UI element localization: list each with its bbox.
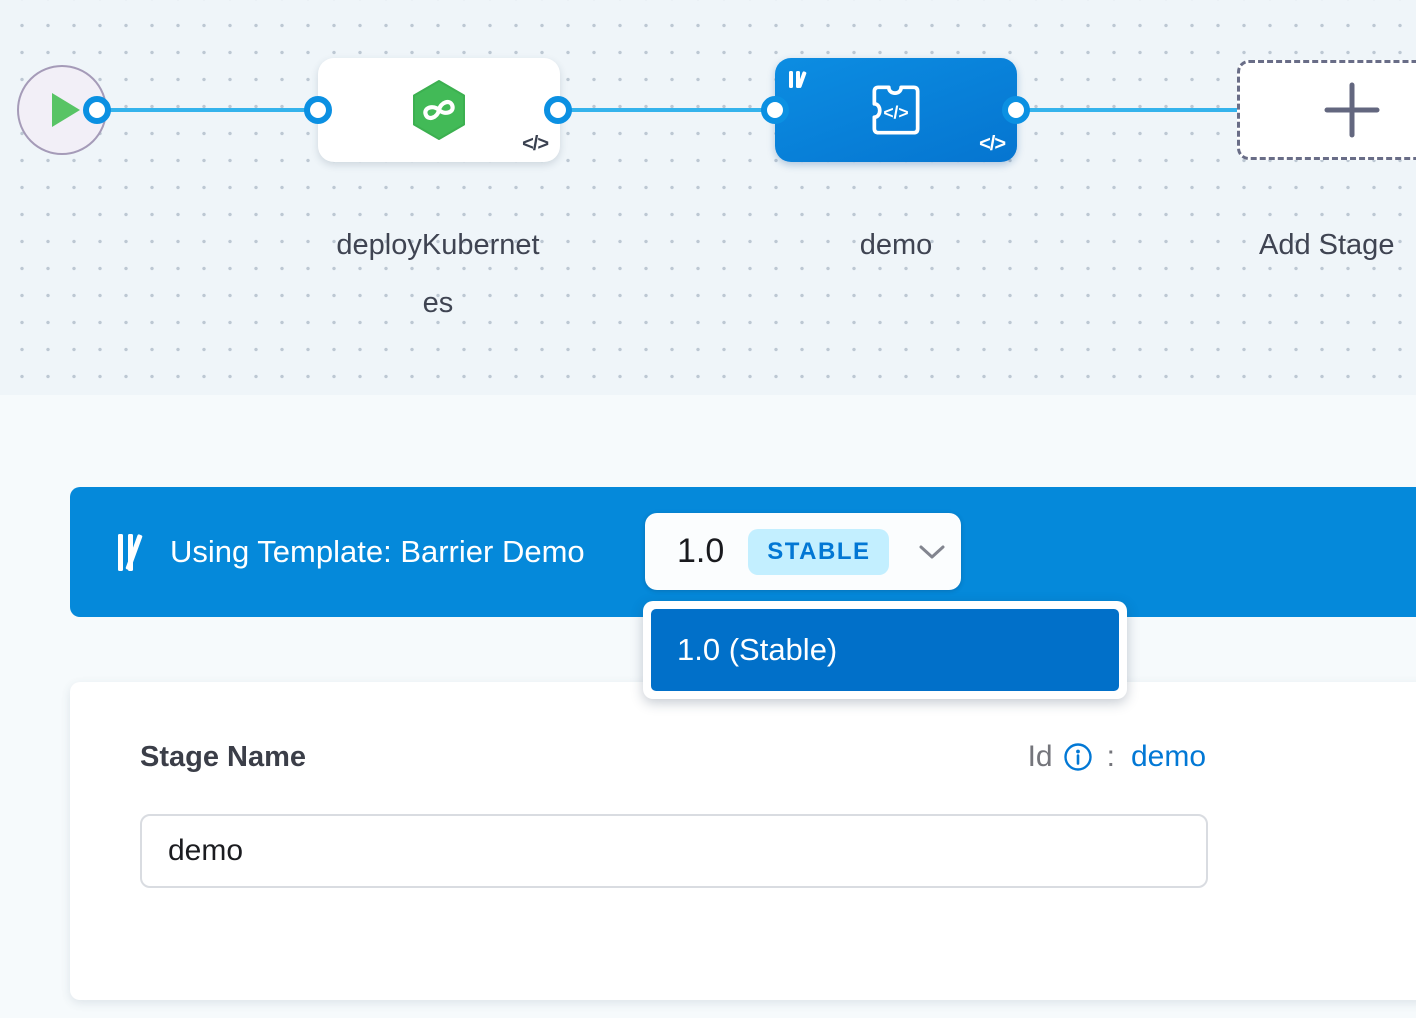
add-stage-button[interactable] [1237,60,1416,160]
chevron-down-icon [917,544,947,560]
using-template-banner: Using Template: Barrier Demo 1.0 STABLE [70,487,1416,617]
connector-port[interactable] [304,96,332,124]
stage-name-input[interactable] [140,814,1208,888]
connector-port[interactable] [761,96,789,124]
stage-overview-card: Stage Name Id : demo [70,682,1416,1000]
template-library-icon [118,533,148,571]
stage-id-group: Id : demo [1028,740,1206,774]
edge-line [1016,108,1240,112]
version-option-label: 1.0 (Stable) [677,632,838,667]
using-template-text: Using Template: Barrier Demo [170,534,585,569]
connector-port[interactable] [83,96,111,124]
add-stage-label[interactable]: Add Stage [1259,229,1395,261]
play-icon [52,93,80,127]
stage-node-deploykubernetes[interactable]: </> [318,58,560,162]
stage-name-label: Stage Name [140,740,307,773]
stage-label-deploykubernetes[interactable]: deployKubernetes [336,229,540,319]
stage-form-header: Stage Name Id : demo [140,734,1206,780]
custom-stage-icon: </> [872,85,920,135]
svg-text:</>: </> [883,102,908,122]
edge-line [558,108,775,112]
template-version-select[interactable]: 1.0 STABLE [645,513,961,590]
connector-port[interactable] [1002,96,1030,124]
id-label: Id [1027,740,1053,773]
harness-cd-hexagon-icon [413,80,465,140]
stage-label-demo[interactable]: demo [859,229,933,261]
stage-node-demo[interactable]: </> </> [775,58,1017,162]
version-number: 1.0 [677,532,725,570]
info-icon[interactable] [1063,742,1093,772]
pipeline-canvas[interactable]: </> </> </> deployKubernetes demo Add St… [0,0,1416,395]
template-library-icon [789,71,810,89]
stable-badge: STABLE [748,528,890,575]
code-icon: </> [522,133,549,155]
plus-icon [1324,82,1380,138]
edge-line [97,108,318,112]
stage-id-value[interactable]: demo [1130,740,1206,773]
version-option-stable[interactable]: 1.0 (Stable) [651,609,1119,691]
connector-port[interactable] [544,96,572,124]
version-dropdown-menu: 1.0 (Stable) [643,601,1127,699]
code-icon: </> [979,133,1006,155]
id-separator: : [1106,740,1115,773]
